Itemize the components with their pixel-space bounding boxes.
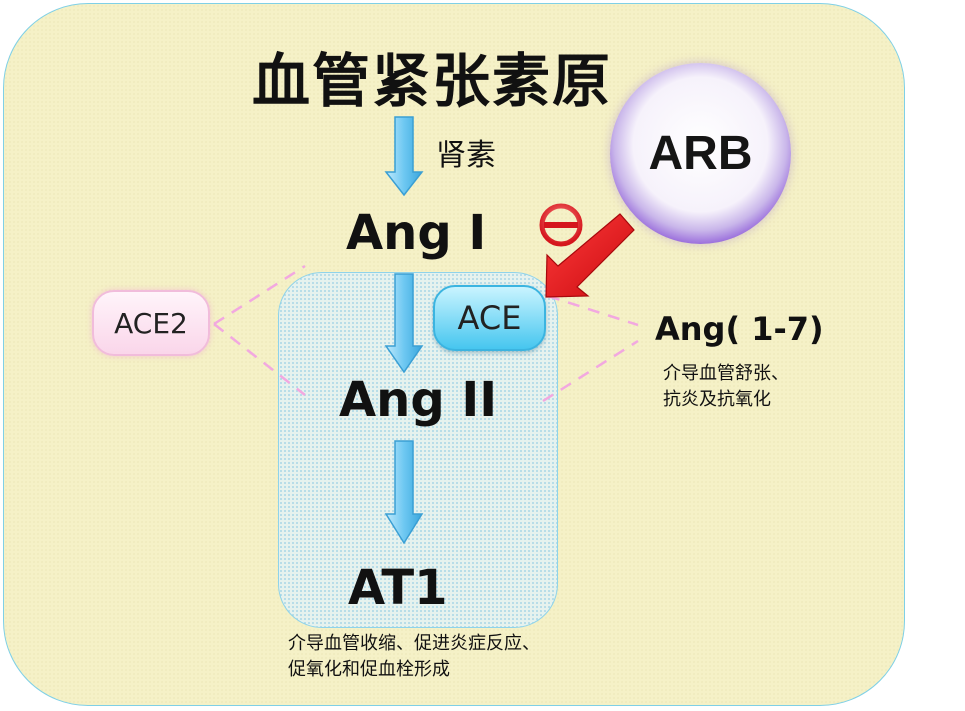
arb-label: ARB	[648, 127, 753, 180]
dash-ace2-to-ang1	[213, 264, 306, 326]
at1-node: AT1	[348, 560, 448, 616]
dash-ace2-to-ang2	[213, 323, 306, 396]
dash-ang2-to-ang17	[542, 339, 639, 403]
flow-arrow-at1	[384, 440, 424, 545]
at1-desc-line2: 促氧化和促血栓形成	[288, 659, 450, 680]
at1-description: 介导血管收缩、促进炎症反应、 促氧化和促血栓形成	[288, 631, 540, 683]
flow-arrow-ace	[384, 273, 424, 374]
inhibition-arrow	[545, 213, 635, 298]
dashed-connectors	[213, 264, 639, 403]
ace-label: ACE	[457, 299, 522, 337]
ace-badge: ACE	[433, 285, 546, 351]
dash-ace-to-ang17-top	[547, 294, 639, 327]
minus-circle-icon	[539, 203, 583, 247]
ace2-label: ACE2	[114, 306, 188, 340]
flow-arrow-renin	[384, 116, 424, 197]
ang1-node: Ang I	[346, 205, 487, 261]
ang2-node: Ang II	[339, 372, 498, 428]
ang17-desc-line1: 介导血管舒张、	[663, 363, 789, 384]
ace2-badge: ACE2	[92, 290, 210, 356]
arb-circle: ARB	[610, 63, 791, 244]
ang17-description: 介导血管舒张、 抗炎及抗氧化	[663, 361, 789, 413]
ang17-node: Ang( 1-7)	[655, 310, 824, 348]
at1-desc-line1: 介导血管收缩、促进炎症反应、	[288, 633, 540, 654]
ang17-desc-line2: 抗炎及抗氧化	[663, 389, 771, 410]
renin-label: 肾素	[436, 138, 496, 173]
angiotensinogen-title: 血管紧张素原	[252, 47, 613, 115]
